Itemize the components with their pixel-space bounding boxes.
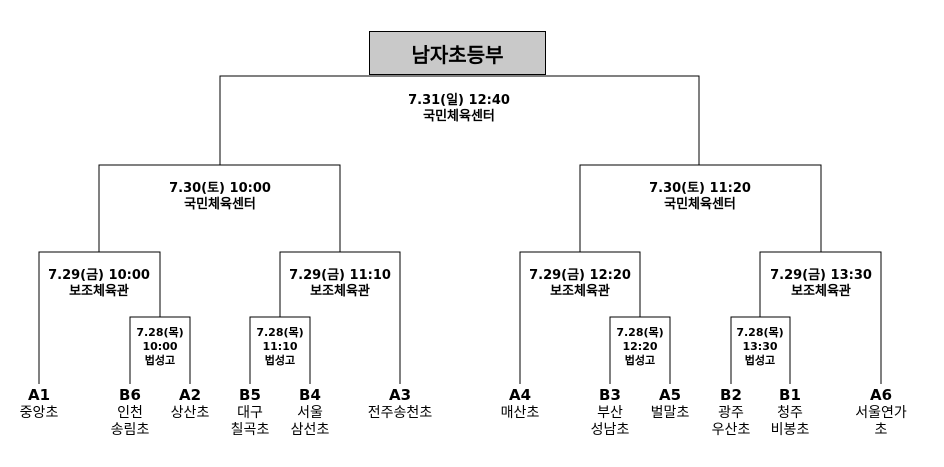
team-code: B4	[299, 386, 321, 404]
bracket-line-qf-1	[38, 251, 161, 384]
team-b6: B6 인천 송림초	[111, 386, 150, 440]
match-venue: 법성고	[624, 353, 656, 367]
match-venue: 국민체육센터	[664, 197, 736, 213]
match-time: 10:00	[142, 339, 178, 353]
bracket-line-qf-2	[279, 251, 401, 384]
match-date: 7.30(토) 10:00	[169, 181, 271, 196]
match-time: 11:10	[262, 339, 298, 353]
match-semi-right: 7.30(토) 11:20 국민체육센터	[649, 181, 751, 214]
match-date: 7.30(토) 11:20	[649, 181, 751, 196]
team-code: A2	[178, 386, 202, 404]
team-b5: B5 대구 칠곡초	[231, 386, 270, 440]
team-b2: B2 광주 우산초	[712, 386, 751, 440]
match-day: 7.28(목)	[256, 326, 304, 339]
match-qf-1: 7.29(금) 10:00 보조체육관	[48, 268, 150, 301]
team-code: A1	[27, 386, 51, 404]
match-date: 7.29(금) 10:00	[48, 268, 150, 283]
team-code: B6	[119, 386, 141, 404]
team-name: 벌말초	[650, 404, 690, 421]
match-venue: 보조체육관	[550, 284, 610, 300]
match-time: 13:30	[742, 339, 778, 353]
bracket-line-semi-right	[579, 164, 822, 252]
team-name: 서울 삼선초	[290, 404, 330, 439]
team-name: 인천 송림초	[110, 404, 150, 439]
team-name: 상산초	[170, 404, 210, 421]
team-name: 서울연가초	[855, 404, 907, 439]
team-a5: A5 벌말초	[651, 386, 690, 422]
team-name: 중앙초	[19, 404, 59, 421]
team-name: 부산 성남초	[590, 404, 630, 439]
match-date: 7.29(금) 12:20	[529, 268, 631, 283]
bracket-line-qf-3	[519, 251, 641, 384]
team-code: A5	[658, 386, 682, 404]
team-code: A4	[508, 386, 532, 404]
team-a3: A3 전주송천초	[368, 386, 432, 422]
match-final: 7.31(일) 12:40 국민체육센터	[408, 93, 510, 126]
team-name: 광주 우산초	[711, 404, 751, 439]
team-code: B5	[239, 386, 261, 404]
team-b3: B3 부산 성남초	[591, 386, 630, 440]
bracket-line-r1-3	[609, 316, 671, 384]
team-code: A3	[388, 386, 412, 404]
match-day: 7.28(목)	[136, 326, 184, 339]
team-a4: A4 매산초	[501, 386, 540, 422]
match-r1-3: 7.28(목) 12:20 법성고	[616, 326, 663, 367]
division-title: 남자초등부	[369, 31, 546, 75]
match-time: 12:20	[622, 339, 658, 353]
bracket-line-r1-1	[129, 316, 191, 384]
match-venue: 법성고	[144, 353, 176, 367]
match-r1-1: 7.28(목) 10:00 법성고	[136, 326, 183, 367]
bracket-line-qf-4	[759, 251, 882, 384]
team-code: B3	[599, 386, 621, 404]
team-code: B1	[779, 386, 801, 404]
team-a6: A6 서울연가초	[850, 386, 913, 440]
match-semi-left: 7.30(토) 10:00 국민체육센터	[169, 181, 271, 214]
match-venue: 보조체육관	[791, 284, 851, 300]
match-venue: 보조체육관	[310, 284, 370, 300]
match-date: 7.31(일) 12:40	[408, 93, 510, 108]
team-name: 대구 칠곡초	[230, 404, 270, 439]
team-a1: A1 중앙초	[20, 386, 59, 422]
bracket-line-final	[219, 75, 700, 165]
team-name: 전주송천초	[367, 404, 433, 421]
team-b1: B1 청주 비봉초	[771, 386, 810, 440]
team-a2: A2 상산초	[171, 386, 210, 422]
team-name: 매산초	[500, 404, 540, 421]
match-venue: 법성고	[264, 353, 296, 367]
match-venue: 국민체육센터	[423, 109, 495, 125]
bracket-line-r1-2	[249, 316, 311, 384]
match-day: 7.28(목)	[736, 326, 784, 339]
match-qf-4: 7.29(금) 13:30 보조체육관	[770, 268, 872, 301]
team-name: 청주 비봉초	[770, 404, 810, 439]
match-r1-4: 7.28(목) 13:30 법성고	[736, 326, 783, 367]
match-r1-2: 7.28(목) 11:10 법성고	[256, 326, 303, 367]
team-code: A6	[869, 386, 893, 404]
match-venue: 보조체육관	[69, 284, 129, 300]
match-venue: 법성고	[744, 353, 776, 367]
match-qf-2: 7.29(금) 11:10 보조체육관	[289, 268, 391, 301]
bracket-line-r1-4	[730, 316, 791, 384]
match-qf-3: 7.29(금) 12:20 보조체육관	[529, 268, 631, 301]
team-code: B2	[720, 386, 742, 404]
team-b4: B4 서울 삼선초	[291, 386, 330, 440]
match-date: 7.29(금) 13:30	[770, 268, 872, 283]
match-venue: 국민체육센터	[184, 197, 256, 213]
match-date: 7.29(금) 11:10	[289, 268, 391, 283]
match-day: 7.28(목)	[616, 326, 664, 339]
bracket-line-semi-left	[98, 164, 341, 252]
